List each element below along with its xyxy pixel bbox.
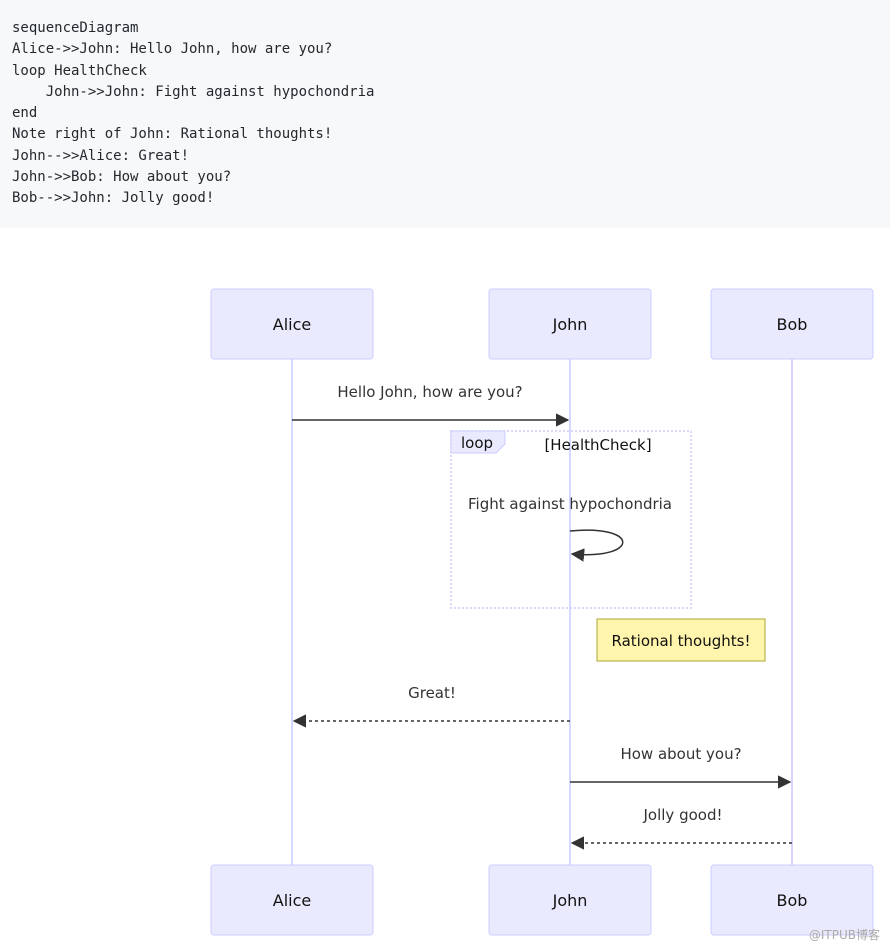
code-line: John-->>Alice: Great! <box>12 147 190 164</box>
watermark: @ITPUB博客 <box>809 927 880 942</box>
code-line: sequenceDiagram <box>12 20 139 36</box>
actor-top-alice: Alice <box>210 288 374 360</box>
actor-bottom-john: John <box>488 864 652 936</box>
loop-box: loop [HealthCheck] <box>450 430 692 609</box>
code-line: loop HealthCheck <box>12 62 147 79</box>
actor-label: Bob <box>777 315 808 334</box>
loop-label: [HealthCheck] <box>544 436 651 454</box>
actor-bottom-bob: Bob <box>710 864 874 936</box>
note-box: Rational thoughts! <box>596 618 766 662</box>
actor-label: Alice <box>273 891 311 910</box>
code-line: John->>John: Fight against hypochondria <box>12 83 375 100</box>
actor-top-john: John <box>488 288 652 360</box>
message-label-how-about: How about you? <box>620 745 741 763</box>
message-label-fight: Fight against hypochondria <box>468 495 672 513</box>
actor-label: John <box>552 315 588 334</box>
loop-label-tab <box>450 430 506 454</box>
loop-keyword: loop <box>461 434 493 452</box>
code-line: John->>Bob: How about you? <box>12 169 232 186</box>
code-line: Note right of John: Rational thoughts! <box>12 126 333 143</box>
message-label-jolly: Jolly good! <box>643 806 723 824</box>
code-line: Alice->>John: Hello John, how are you? <box>12 41 333 58</box>
actor-label: Bob <box>777 891 808 910</box>
actor-label: Alice <box>273 315 311 334</box>
message-label-great: Great! <box>408 684 456 702</box>
note-label: Rational thoughts! <box>612 632 751 650</box>
code-block: sequenceDiagram Alice->>John: Hello John… <box>0 0 890 228</box>
actor-label: John <box>552 891 588 910</box>
code-line: end <box>12 105 38 122</box>
code-line: Bob-->>John: Jolly good! <box>12 190 215 207</box>
message-arrow-self <box>569 529 624 562</box>
actor-bottom-alice: Alice <box>210 864 374 936</box>
actor-top-bob: Bob <box>710 288 874 360</box>
message-label-hello: Hello John, how are you? <box>337 383 522 401</box>
